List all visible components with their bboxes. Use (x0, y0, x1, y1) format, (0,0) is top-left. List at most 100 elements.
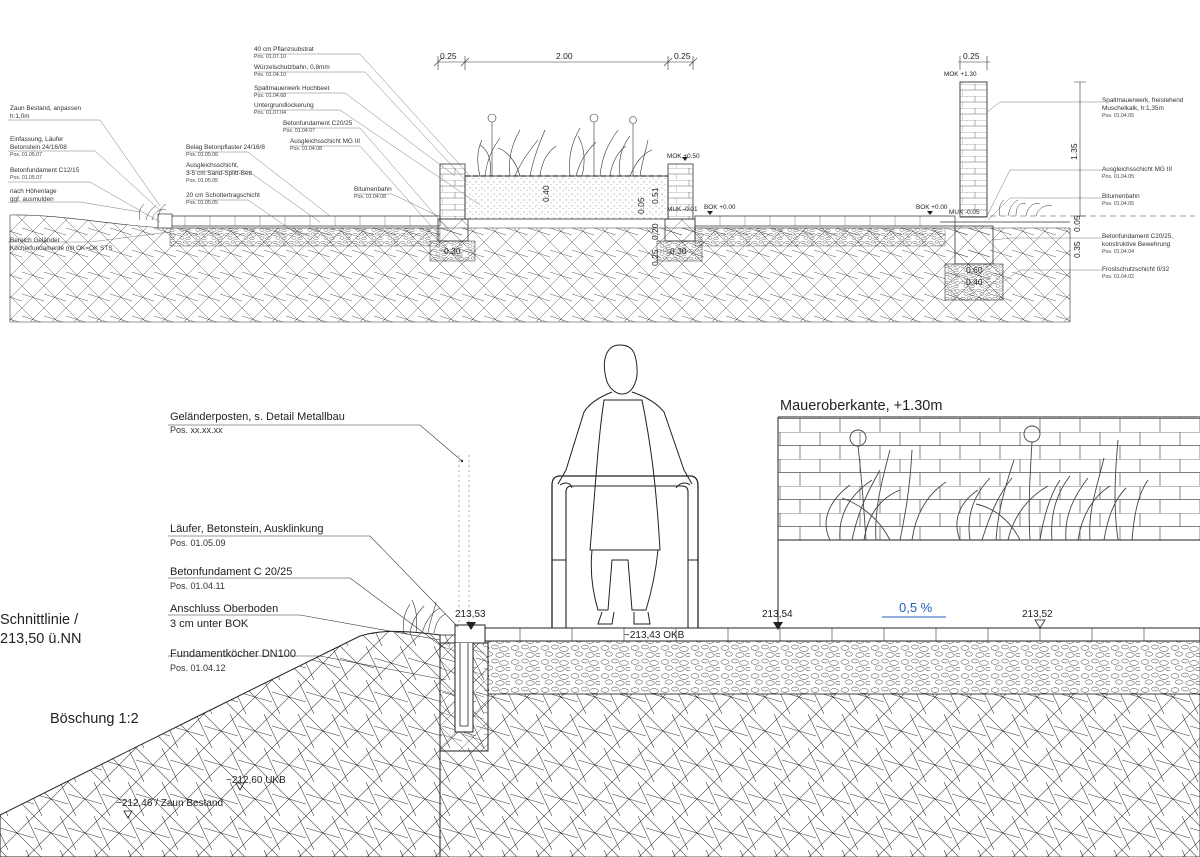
label-ausgleich-mg-right: Ausgleichsschicht MG III (1102, 166, 1172, 173)
level-muk-wall: MUK -0.05 (949, 209, 980, 216)
upper-gravel-layer (169, 227, 441, 247)
dim-found-d: 0.30 (670, 246, 687, 256)
label-pflanzsubstrat: 40 cm Pflanzsubstrat (254, 46, 314, 53)
lower-grass (403, 599, 447, 634)
label-zaun: Zaun Bestand, anpassen (10, 105, 82, 112)
upper-section: 0.25 2.00 0.25 0.25 1.35 0.40 0.51 0.05 … (8, 46, 1195, 323)
upper-dimensions: 0.25 2.00 0.25 0.25 1.35 0.40 0.51 0.05 … (433, 51, 1086, 287)
svg-text:Pos. 01.04.08: Pos. 01.04.08 (354, 194, 386, 200)
svg-text:3-5 cm Sand-Splitt-Bett: 3-5 cm Sand-Splitt-Bett (186, 170, 252, 177)
dim-found-c: 0.25 (650, 249, 660, 266)
svg-text:Pos. 01.05.05: Pos. 01.05.05 (186, 200, 218, 206)
upper-curb-left (157, 213, 173, 229)
svg-text:konstruktive Bewehrung: konstruktive Bewehrung (1102, 241, 1171, 248)
dim-right-a: 0.05 (1072, 215, 1082, 232)
label-bitumenbahn-right: Bitumenbahn (1102, 193, 1140, 200)
label-betonfundament-c12: Betonfundament C12/15 (10, 167, 80, 174)
svg-text:Pos. 01.05.05: Pos. 01.05.05 (186, 178, 218, 184)
label-fundamentkoecher: Fundamentköcher DN100 (170, 648, 296, 660)
svg-text:Pos. 01.04.05: Pos. 01.04.05 (1102, 113, 1134, 119)
label-hoehenlage: nach Höhenlage (10, 188, 57, 195)
svg-text:Pos. 01.04.05: Pos. 01.04.05 (1102, 201, 1134, 207)
label-gelaender: Bereich Geländer (10, 237, 61, 244)
level-muk-bed: MUK -0.01 (667, 206, 698, 213)
svg-text:Pos. 01.05.07: Pos. 01.05.07 (10, 175, 42, 181)
svg-text:Pos. 01.04.04: Pos. 01.04.04 (1102, 249, 1134, 255)
level-bok-1: BOK +0.00 (704, 204, 736, 211)
svg-text:Pos. 01.05.06: Pos. 01.05.06 (186, 152, 218, 158)
raised-bed (429, 113, 703, 262)
label-laeufer: Läufer, Betonstein, Ausklinkung (170, 523, 324, 535)
dim-right-b: 0.35 (1072, 241, 1082, 258)
lower-leaders (168, 424, 463, 681)
dim-right-c: 0.60 (966, 265, 983, 275)
upper-gravel-layer-2 (694, 227, 946, 247)
label-schottertragschicht: 20 cm Schottertragschicht (186, 192, 260, 199)
label-betonfundament-c20-lower: Betonfundament C 20/25 (170, 566, 292, 578)
level-mok-wall: MOK +1.30 (944, 71, 977, 78)
svg-text:Pos. 01.07.04: Pos. 01.07.04 (254, 110, 286, 116)
label-ausgleichsschicht: Ausgleichsschicht, (186, 162, 239, 169)
level-mok-bed: MOK +0.50 (667, 153, 700, 160)
upper-labels-center: 40 cm Pflanzsubstrat Pos. 01.07.10 Würze… (186, 46, 392, 206)
dim-right-d: 0.40 (966, 277, 983, 287)
level-zaun: ~212,46 / Zaun Bestand (116, 798, 223, 809)
railing-post (458, 455, 470, 625)
lower-gravel-layer (487, 640, 1200, 695)
svg-text:3 cm unter BOK: 3 cm unter BOK (170, 618, 249, 630)
dim-wall-height: 1.35 (1069, 143, 1079, 160)
label-boeschung: Böschung 1:2 (50, 711, 139, 727)
person-with-walker (551, 344, 699, 628)
label-belag: Belag Betonpflaster 24/16/8 (186, 144, 265, 151)
label-einfassung: Einfassung, Läufer (10, 136, 64, 143)
dim-bed-wall: 0.51 (650, 187, 660, 204)
svg-text:Pos. 01.04.08: Pos. 01.04.08 (290, 146, 322, 152)
svg-text:Pos. xx.xx.xx: Pos. xx.xx.xx (170, 425, 223, 435)
label-schnittlinie: Schnittlinie / (0, 612, 79, 628)
level-213-54: 213,54 (762, 609, 793, 620)
upper-labels-left: Zaun Bestand, anpassen h:1,0m Einfassung… (10, 105, 112, 252)
svg-text:Pos. 01.05.07: Pos. 01.05.07 (10, 152, 42, 158)
svg-text:Pos. 01.07.10: Pos. 01.07.10 (254, 54, 286, 60)
label-wurzelschutz: Würzelschutzbahn, 0,8mm (254, 64, 330, 71)
level-213-53: 213,53 (455, 609, 486, 620)
label-spaltmauerwerk-hochbeet: Spaltmauerwerk Hochbeet (254, 85, 330, 92)
lower-paving (467, 627, 1200, 642)
upper-levels: MOK +1.30 MOK +0.50 MUK -0.01 BOK +0.00 … (667, 71, 980, 216)
dim-top-left: 0.25 (440, 51, 457, 61)
label-anschluss-oberboden: Anschluss Oberboden (170, 603, 278, 615)
svg-text:Muschelkalk, h:1,35m: Muschelkalk, h:1,35m (1102, 105, 1164, 112)
label-nn-level: 213,50 ü.NN (0, 631, 81, 647)
dim-wall-top: 0.25 (963, 51, 980, 61)
label-frostschutz: Frostschutzschicht 0/32 (1102, 266, 1170, 273)
svg-text:Pos. 01.04.11: Pos. 01.04.11 (170, 581, 225, 591)
svg-text:h:1,0m: h:1,0m (10, 113, 30, 120)
wall-elevation (777, 416, 1200, 628)
upper-leaders (8, 53, 1102, 283)
level-213-52: 213,52 (1022, 609, 1053, 620)
upper-labels-right: Spaltmauerwerk, freistehend Muschelkalk,… (1102, 97, 1184, 280)
lower-levels: 213,53 213,54 213,52 ~213,43 OKB ~212,60… (116, 600, 1053, 819)
freestanding-wall (940, 81, 1195, 301)
dim-bed-height: 0.40 (541, 185, 551, 202)
svg-text:Pos. 01.04.02: Pos. 01.04.02 (1102, 274, 1134, 280)
dim-bed-gap: 0.05 (636, 197, 646, 214)
label-bitumenbahn: Bitumenbahn (354, 186, 392, 193)
lower-labels: Geländerposten, s. Detail Metallbau Pos.… (0, 398, 942, 727)
svg-text:Pos. 01.04.12: Pos. 01.04.12 (170, 663, 226, 673)
foundation-sleeve (439, 642, 489, 752)
label-ausgleich-mg: Ausgleichsschicht MG III (290, 138, 360, 145)
svg-text:ggf. ausmulden: ggf. ausmulden (10, 196, 54, 203)
svg-text:Pos. 01.05.09: Pos. 01.05.09 (170, 538, 226, 548)
svg-text:Pos. 01.04.07: Pos. 01.04.07 (283, 128, 315, 134)
lower-section: 213,53 213,54 213,52 ~213,43 OKB ~212,60… (0, 344, 1200, 857)
label-betonfundament-c20: Betonfundament C20/25 (283, 120, 353, 127)
dim-found-a: 0.30 (444, 246, 461, 256)
label-spaltmauerwerk-frei: Spaltmauerwerk, freistehend (1102, 97, 1184, 104)
svg-text:Pos. 01.04.10: Pos. 01.04.10 (254, 72, 286, 78)
svg-text:Köcherfundamente mit OK=OK STS: Köcherfundamente mit OK=OK STS (10, 245, 112, 252)
level-bok-2: BOK +0.00 (916, 204, 948, 211)
level-okb: ~213,43 OKB (624, 630, 685, 641)
